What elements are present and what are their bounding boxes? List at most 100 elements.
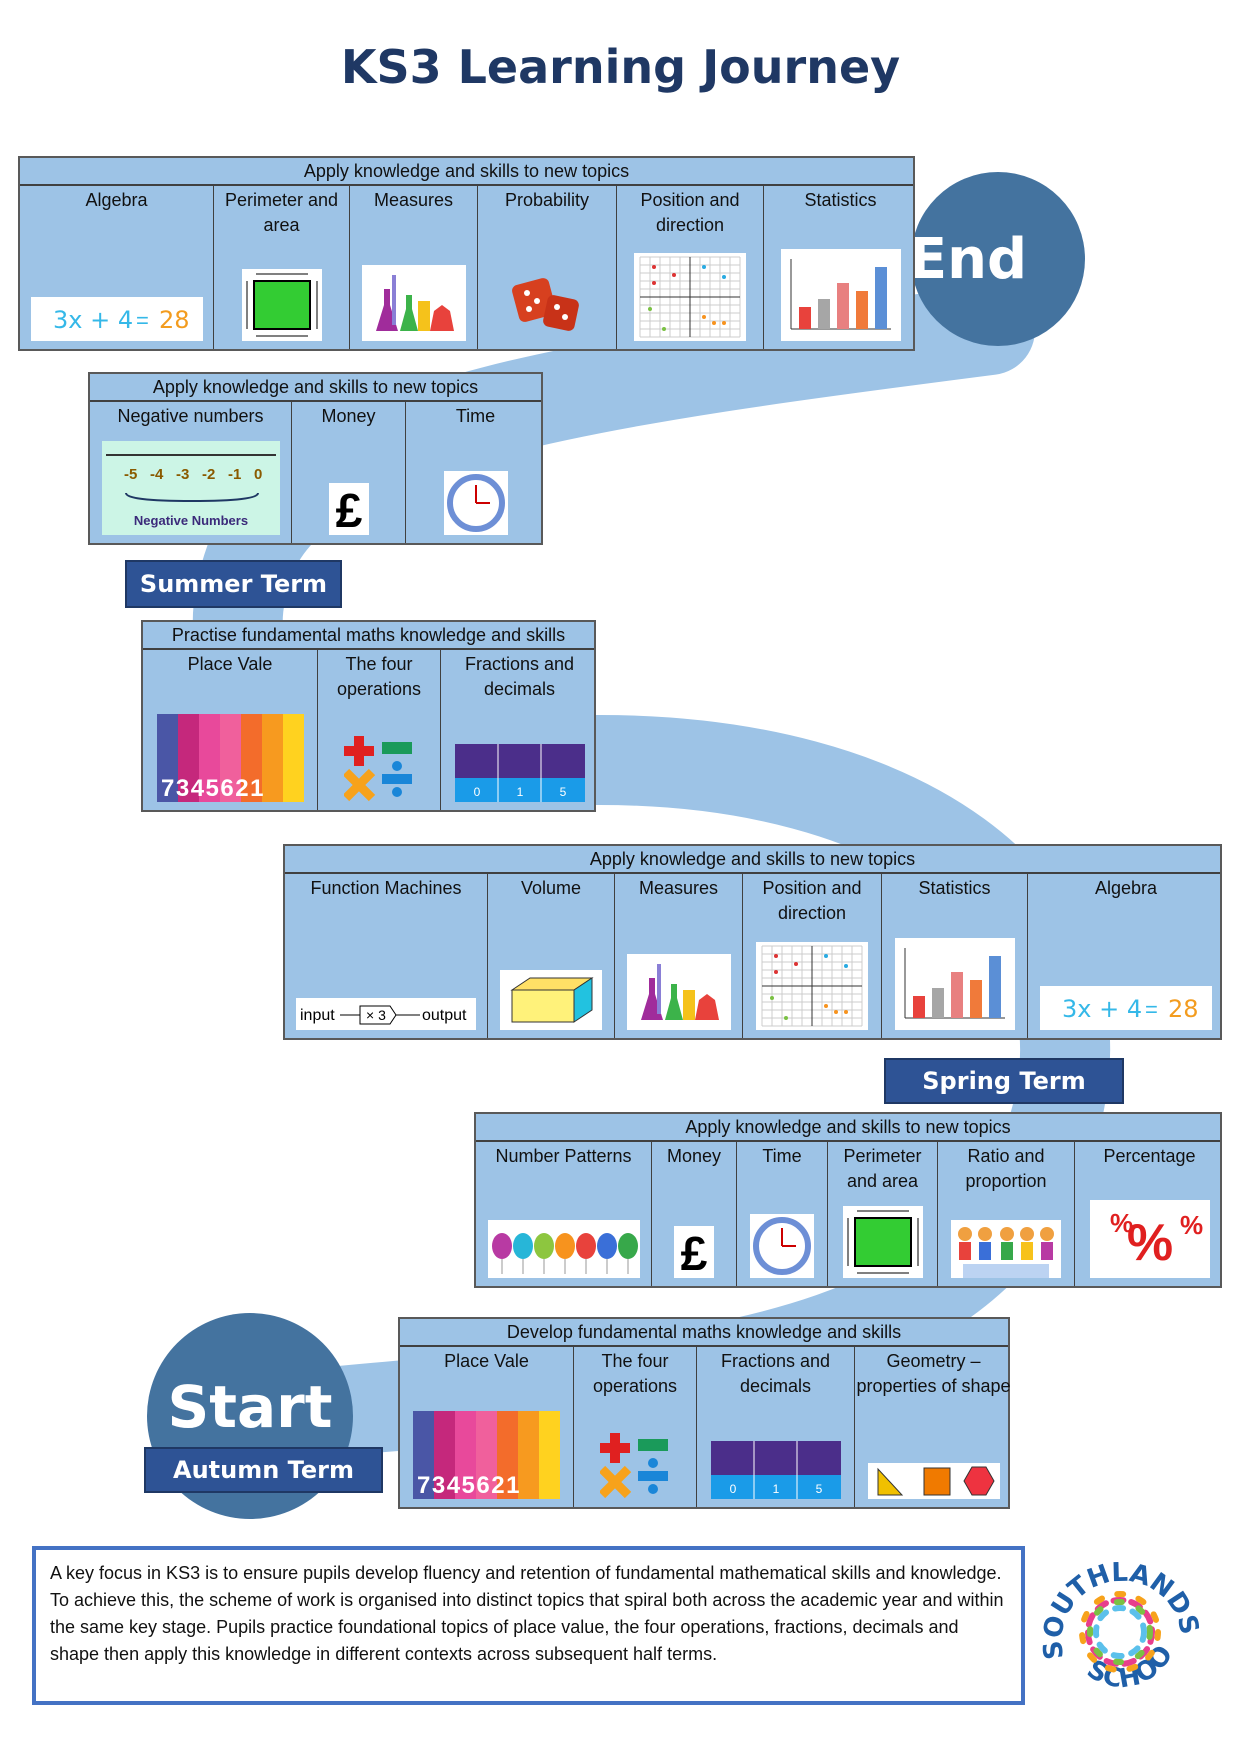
topic-picture: [443, 471, 508, 535]
neg-number: -5: [124, 466, 137, 483]
topic-label: Volume: [520, 878, 582, 898]
bar-chart-image: [894, 938, 1015, 1030]
pound-sign: £: [681, 1228, 708, 1278]
svg-text:%: %: [1180, 1210, 1203, 1240]
place-value-digits: 7345621: [417, 1472, 521, 1499]
table-header: Develop fundamental maths knowledge and …: [400, 1319, 1008, 1347]
topic-table: Develop fundamental maths knowledge and …: [398, 1317, 1012, 1509]
operations-image: [600, 1429, 670, 1499]
balloons-image: [487, 1220, 640, 1278]
topic-label: Perimeter and area: [843, 1146, 922, 1191]
bar: [912, 996, 925, 1018]
grid-image: [756, 942, 868, 1030]
autumn-term-label: Autumn Term: [144, 1447, 383, 1493]
topic-cell: Number Patterns: [476, 1142, 652, 1286]
topic-label: Fractions and decimals: [464, 654, 575, 699]
topic-label: Negative numbers: [117, 406, 264, 426]
start-label: Start: [167, 1373, 333, 1441]
topic-picture: 3x + 4=28: [1040, 986, 1212, 1030]
topic-picture: [626, 954, 731, 1030]
svg-text:=: =: [136, 308, 149, 333]
clock-image: [443, 471, 508, 535]
description-box: A key focus in KS3 is to ensure pupils d…: [32, 1546, 1025, 1705]
bar: [874, 267, 887, 329]
topic-cell: Position and direction: [617, 186, 764, 349]
fm-input: input: [300, 1007, 335, 1024]
fm-output: output: [422, 1007, 467, 1024]
topic-cell: Geometry – properties of shape: [855, 1347, 1012, 1507]
topic-table: Apply knowledge and skills to new topics…: [18, 156, 915, 351]
equation-image: 3x + 4=28: [1040, 986, 1212, 1030]
topic-label: Algebra: [85, 190, 148, 210]
bar: [817, 299, 830, 329]
topic-cell: Probability: [478, 186, 617, 349]
topic-label: Money: [666, 1146, 722, 1166]
topic-label: Fractions and decimals: [720, 1351, 831, 1396]
topic-picture: 7345621: [413, 1411, 560, 1499]
neg-number: -4: [150, 466, 164, 483]
topic-label: Probability: [504, 190, 590, 210]
topic-cell: Algebra 3x + 4=28: [1028, 874, 1224, 1038]
neg-number: -1: [228, 466, 241, 483]
topic-picture: [842, 1206, 923, 1278]
topic-cell: Statistics: [882, 874, 1028, 1038]
topic-label: Statistics: [918, 878, 991, 898]
equation-rhs: 28: [159, 306, 190, 334]
neg-number: 0: [254, 466, 262, 483]
topic-picture: £: [674, 1226, 714, 1278]
svg-text:015: 015: [473, 785, 566, 799]
end-label: End: [908, 226, 1028, 292]
topic-picture: [750, 1214, 814, 1278]
ratio-image: [951, 1220, 1061, 1278]
topic-cell: The four operations: [318, 650, 441, 810]
rectangle-image: [842, 1206, 923, 1278]
fm-operation: × 3: [366, 1007, 386, 1023]
topic-picture: [344, 732, 414, 802]
topic-picture: [756, 942, 868, 1030]
equation-lhs: 3x + 4: [1062, 995, 1142, 1023]
bar: [931, 988, 944, 1018]
southlands-school-logo: SOUTHLANDS SCHOOL: [1034, 1548, 1204, 1695]
end-circle: End: [908, 172, 1085, 346]
table-header: Apply knowledge and skills to new topics: [285, 846, 1220, 874]
topic-picture: %%%: [1089, 1200, 1210, 1278]
table-header: Practise fundamental maths knowledge and…: [143, 622, 594, 650]
topic-picture: 7345621: [156, 714, 304, 802]
clock-image: [750, 1214, 814, 1278]
topic-cell: Position and direction: [743, 874, 882, 1038]
place-value-image: 7345621: [413, 1411, 560, 1499]
topic-picture: £: [328, 483, 369, 535]
svg-text:%: %: [1110, 1208, 1133, 1238]
topic-label: Money: [321, 406, 376, 426]
topic-label: The four operations: [592, 1351, 678, 1396]
place-value-digits: 7345621: [161, 775, 265, 802]
topic-label: Time: [762, 1146, 802, 1166]
table-header: Apply knowledge and skills to new topics: [90, 374, 541, 402]
function-machine-image: input × 3 output: [296, 998, 476, 1030]
topic-picture: input × 3 output: [296, 998, 476, 1030]
topic-label: Number Patterns: [495, 1146, 632, 1166]
page-title: KS3 Learning Journey: [340, 40, 901, 94]
equation-image: 3x + 4=28: [30, 297, 203, 341]
bar: [798, 307, 811, 329]
topic-label: Position and direction: [640, 190, 740, 235]
topic-label: Measures: [373, 190, 454, 210]
topic-label: The four operations: [336, 654, 422, 699]
topic-picture: [867, 1463, 1000, 1499]
topic-label: Algebra: [1094, 878, 1158, 898]
topic-picture: [500, 970, 602, 1030]
dice-image: [507, 271, 587, 341]
topic-cell: Measures: [615, 874, 743, 1038]
topic-label: Ratio and proportion: [965, 1146, 1047, 1191]
